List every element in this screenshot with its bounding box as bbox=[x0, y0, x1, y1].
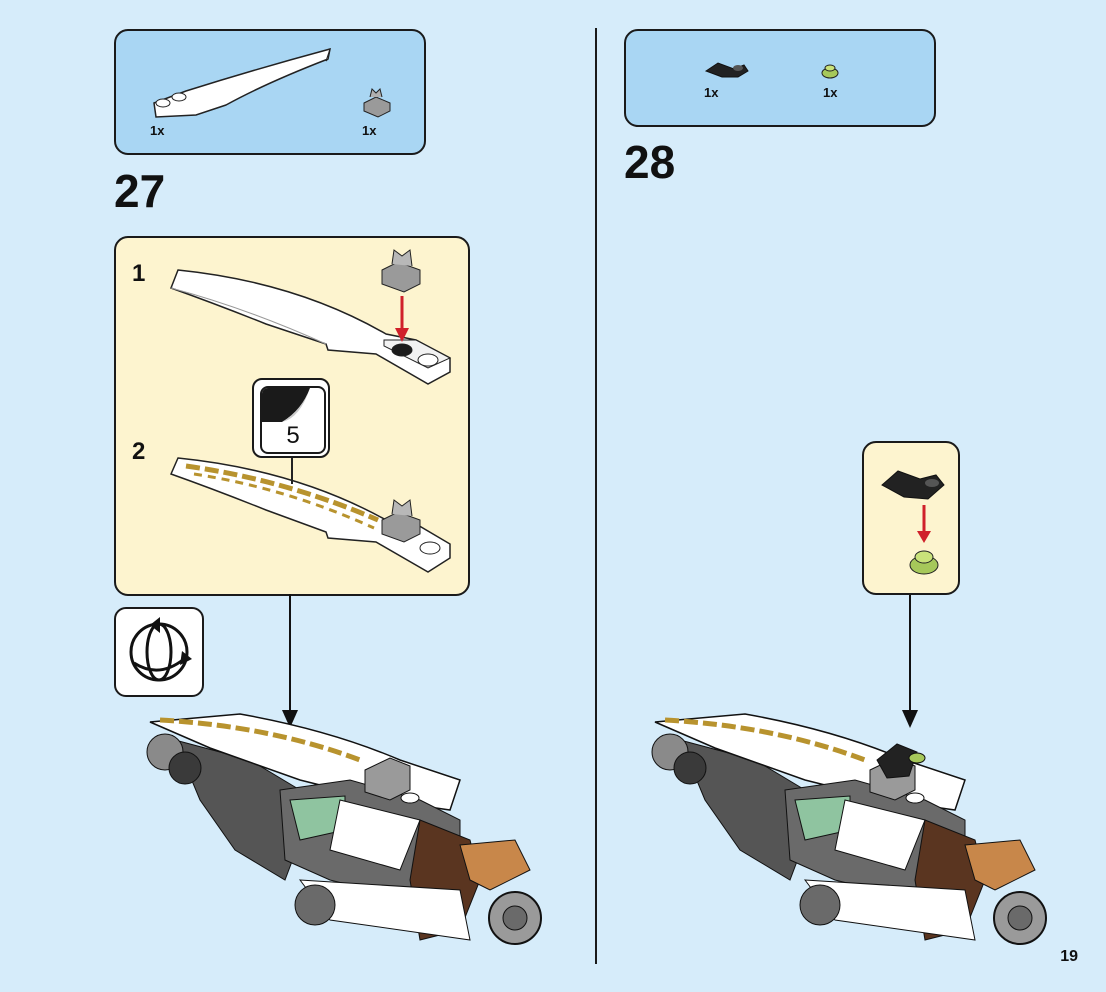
step-divider bbox=[595, 28, 597, 964]
rotate-model-callout bbox=[114, 607, 204, 697]
part-qty-wing: 1x bbox=[704, 85, 718, 100]
step-number-27: 27 bbox=[114, 168, 165, 214]
rotate-model-icon bbox=[116, 609, 202, 695]
slope-assembly-2 bbox=[171, 458, 450, 572]
part-qty-round: 1x bbox=[823, 85, 837, 100]
red-placement-arrow bbox=[395, 296, 409, 342]
gray-clip-part bbox=[364, 89, 390, 117]
parts-illustration bbox=[626, 31, 934, 125]
parts-callout-step-27: 1x 1x bbox=[114, 29, 426, 155]
sticker-callout: 5 bbox=[252, 378, 330, 458]
parts-callout-step-28: 1x 1x bbox=[624, 29, 936, 127]
trans-green-round-plate-part bbox=[822, 65, 838, 78]
substep-illustration bbox=[864, 443, 958, 593]
step-number-28: 28 bbox=[624, 139, 675, 185]
substep-panel-28 bbox=[862, 441, 960, 595]
part-qty-clip: 1x bbox=[362, 123, 376, 138]
black-wing-plate-part bbox=[706, 63, 748, 77]
gray-clip-1 bbox=[382, 250, 420, 292]
page-number: 19 bbox=[1060, 948, 1078, 966]
sticker-number: 5 bbox=[262, 422, 324, 450]
white-curved-slope-part bbox=[154, 49, 330, 117]
part-qty-slope: 1x bbox=[150, 123, 164, 138]
sticker-icon: 5 bbox=[260, 386, 326, 454]
